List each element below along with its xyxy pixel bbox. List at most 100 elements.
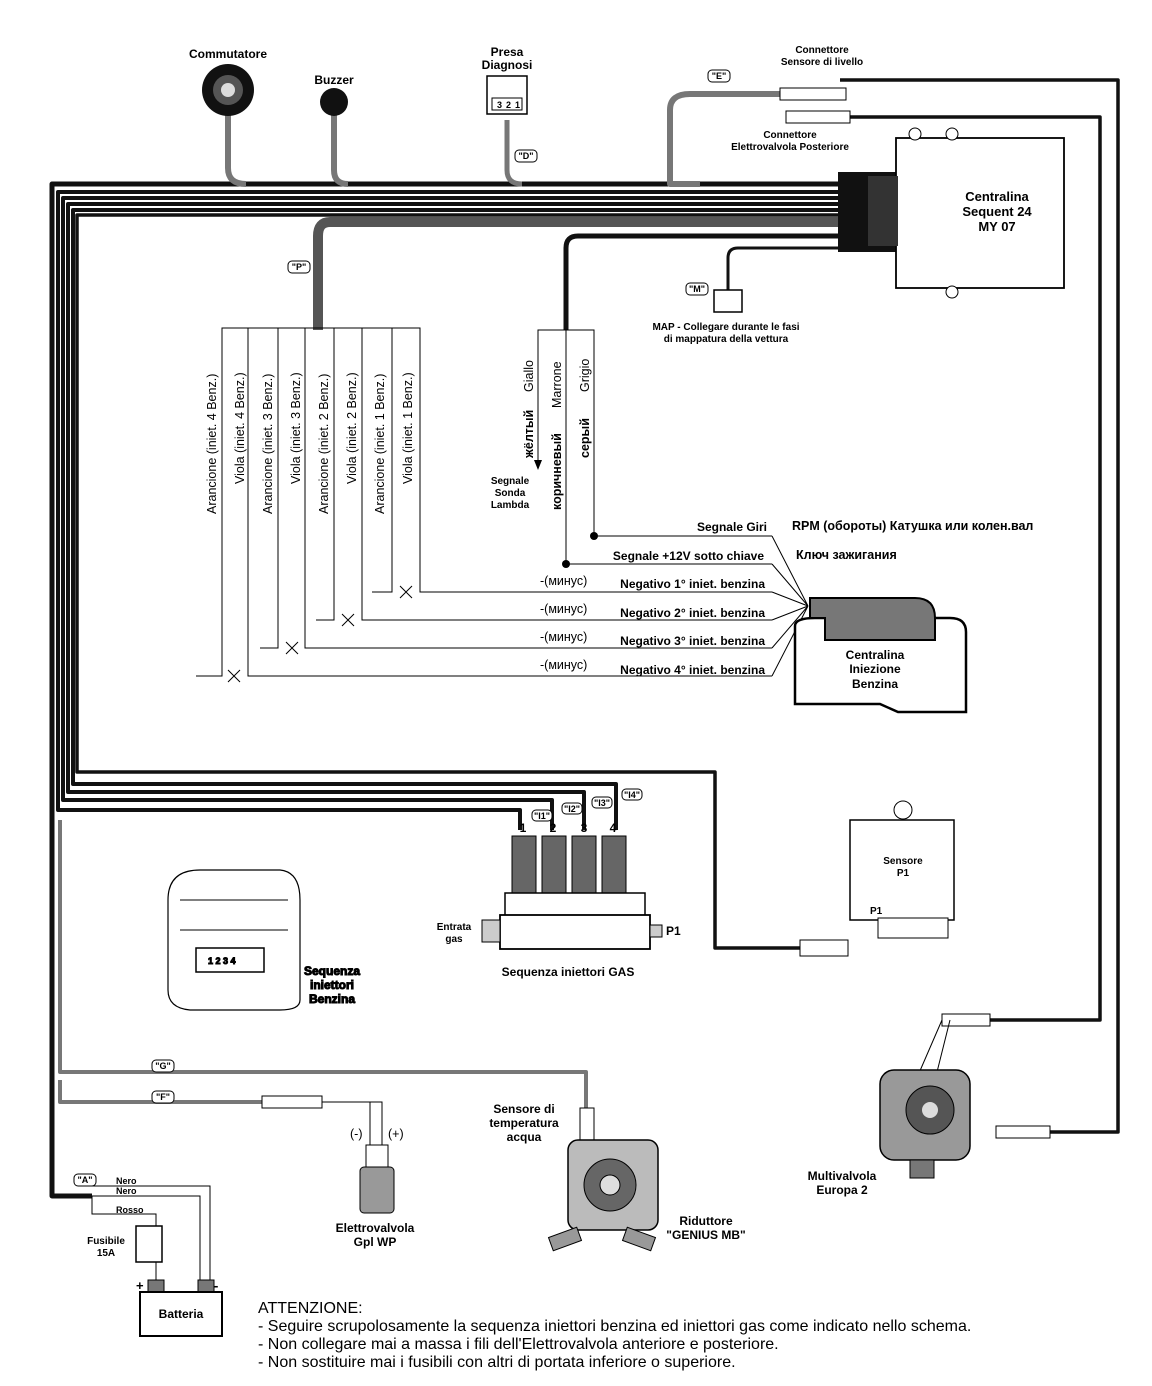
minus-3: -(минус) bbox=[540, 630, 587, 644]
tag-m: "M" bbox=[689, 284, 705, 294]
attenzione-notes: ATTENZIONE: - Seguire scrupolosamente la… bbox=[258, 1300, 1138, 1372]
sequent-label-2: Sequent 24 bbox=[962, 204, 1032, 219]
minus-4: -(минус) bbox=[540, 658, 587, 672]
polarity-plus: (+) bbox=[388, 1127, 404, 1141]
grigio-label: Grigio bbox=[578, 359, 592, 392]
main-harness bbox=[49, 78, 1120, 1199]
attenzione-line-1: - Seguire scrupolosamente la sequenza in… bbox=[258, 1318, 972, 1335]
presa-pin-2: 2 bbox=[506, 100, 511, 110]
injector-num-1: 1 bbox=[520, 821, 527, 835]
iniezione-label-3: Benzina bbox=[852, 677, 898, 691]
tag-d: "D" bbox=[518, 151, 533, 161]
sonda-label-3: Lambda bbox=[491, 500, 530, 511]
wire-rosso: Rosso bbox=[116, 1205, 144, 1215]
negativo-2: Negativo 2° iniet. benzina bbox=[620, 606, 765, 620]
wire-label-1: Arancione (iniet. 4 Benz.) bbox=[205, 374, 219, 514]
car-seq-digits: 1 2 3 4 bbox=[208, 956, 236, 966]
tag-i1: "I1" bbox=[534, 811, 550, 821]
minus-2: -(минус) bbox=[540, 602, 587, 616]
map-note-2: di mappatura della vettura bbox=[664, 334, 789, 345]
p1-rail-label: P1 bbox=[666, 924, 681, 938]
attenzione-title: ATTENZIONE: bbox=[258, 1300, 363, 1317]
multivalvola: Multivalvola Europa 2 bbox=[808, 1013, 1051, 1197]
car-sketch: 1 2 3 4 Sequenza iniettori Benzina bbox=[167, 869, 361, 1011]
connettori-e: "E" Connettore Sensore di livello Connet… bbox=[707, 45, 863, 153]
giallo-label: Giallo bbox=[522, 360, 536, 392]
sequent-label-1: Centralina bbox=[965, 189, 1029, 204]
sensore-p1-label-2: P1 bbox=[897, 868, 910, 879]
riduttore: Sensore di temperatura acqua Riduttore "… bbox=[489, 1102, 746, 1252]
wire-nero-2: Nero bbox=[116, 1186, 137, 1196]
tag-p: "P" bbox=[292, 262, 307, 272]
seq-benzina-3: Benzina bbox=[309, 992, 355, 1006]
sequent-label-3: MY 07 bbox=[978, 219, 1015, 234]
multivalvola-label-1: Multivalvola bbox=[808, 1169, 877, 1183]
attenzione-line-2: - Non collegare mai a massa i fili dell'… bbox=[258, 1336, 779, 1353]
fusibile-label-2: 15A bbox=[97, 1248, 115, 1259]
sensore-p1-port: P1 bbox=[870, 906, 883, 917]
presa-label-1: Presa bbox=[491, 45, 524, 59]
marrone-ru-label: коричневый bbox=[550, 433, 564, 510]
wire-label-6: Viola (iniet. 2 Benz.) bbox=[345, 372, 359, 484]
connettore-livello-2: Sensore di livello bbox=[781, 57, 863, 68]
temp-sensor-label-1: Sensore di bbox=[493, 1102, 554, 1116]
batt-minus: - bbox=[214, 1278, 218, 1293]
commutatore: Commutatore bbox=[189, 47, 267, 116]
wire-label-5: Arancione (iniet. 2 Benz.) bbox=[317, 374, 331, 514]
tag-i2: "I2" bbox=[564, 804, 580, 814]
petrol-injector-wires bbox=[196, 327, 809, 683]
tag-i4: "I4" bbox=[624, 790, 640, 800]
presa-pin-1: 1 bbox=[515, 100, 520, 110]
fusibile-label-1: Fusibile bbox=[87, 1236, 125, 1247]
giallo-ru-label: жёлтый bbox=[522, 410, 536, 459]
segnale-giri: Segnale Giri bbox=[697, 520, 767, 534]
injector-num-4: 4 bbox=[610, 821, 617, 835]
map-note-1: MAP - Collegare durante le fasi bbox=[652, 322, 799, 333]
batteria-label: Batteria bbox=[159, 1307, 204, 1321]
battery-section: "A" Nero Nero Rosso Fusibile 15A + - Bat… bbox=[73, 1173, 223, 1337]
presa-label-2: Diagnosi bbox=[482, 58, 533, 72]
minus-1: -(минус) bbox=[540, 574, 587, 588]
gas-injector-rail: "I1" "I2" "I3" "I4" 1 2 3 4 P1 Entrata g… bbox=[437, 788, 681, 979]
signal-labels: Segnale Giri RPM (обороты) Катушка или к… bbox=[540, 519, 1033, 677]
elettrovalvola-label-1: Elettrovalvola bbox=[336, 1221, 415, 1235]
lambda-wire-labels: Giallo жёлтый Marrone коричневый Grigio … bbox=[491, 359, 592, 511]
presa-pin-3: 3 bbox=[497, 100, 502, 110]
riduttore-label-1: Riduttore bbox=[679, 1214, 733, 1228]
injector-num-2: 2 bbox=[550, 821, 557, 835]
sequenza-gas-label: Sequenza iniettori GAS bbox=[502, 965, 635, 979]
wire-label-4: Viola (iniet. 3 Benz.) bbox=[289, 372, 303, 484]
negativo-3: Negativo 3° iniet. benzina bbox=[620, 634, 765, 648]
segnale-12v: Segnale +12V sotto chiave bbox=[613, 549, 764, 563]
connettore-livello-1: Connettore bbox=[795, 45, 849, 56]
entrata-gas-1: Entrata bbox=[437, 922, 472, 933]
grigio-ru-label: серый bbox=[578, 418, 592, 458]
temp-sensor-label-2: temperatura bbox=[489, 1116, 559, 1130]
connettore-elettrovalvola-2: Elettrovalvola Posteriore bbox=[731, 142, 849, 153]
sensore-p1-label-1: Sensore bbox=[883, 856, 923, 867]
wire-label-8: Viola (iniet. 1 Benz.) bbox=[401, 372, 415, 484]
negativo-4: Negativo 4° iniet. benzina bbox=[620, 663, 765, 677]
temp-sensor-label-3: acqua bbox=[507, 1130, 542, 1144]
multivalvola-label-2: Europa 2 bbox=[816, 1183, 868, 1197]
tag-g: "G" bbox=[155, 1061, 171, 1071]
negativo-1: Negativo 1° iniet. benzina bbox=[620, 577, 765, 591]
seq-benzina-1: Sequenza bbox=[304, 964, 360, 978]
seq-benzina-2: iniettori bbox=[310, 978, 354, 992]
sensore-p1: Sensore P1 P1 bbox=[799, 800, 955, 957]
injector-num-3: 3 bbox=[581, 821, 588, 835]
sonda-label-1: Segnale bbox=[491, 476, 530, 487]
wire-label-7: Arancione (iniet. 1 Benz.) bbox=[373, 374, 387, 514]
wire-label-3: Arancione (iniet. 3 Benz.) bbox=[261, 374, 275, 514]
segnale-12v-ru: Ключ зажигания bbox=[796, 548, 897, 562]
centralina-iniezione: Centralina Iniezione Benzina bbox=[793, 597, 968, 714]
wire-nero-1: Nero bbox=[116, 1176, 137, 1186]
attenzione-line-3: - Non sostituire mai i fusibili con altr… bbox=[258, 1354, 736, 1371]
connettore-elettrovalvola-1: Connettore bbox=[763, 130, 817, 141]
riduttore-label-2: "GENIUS MB" bbox=[666, 1228, 745, 1242]
tag-f: "F" bbox=[156, 1092, 170, 1102]
buzzer-label: Buzzer bbox=[314, 73, 354, 87]
iniezione-label-2: Iniezione bbox=[849, 662, 901, 676]
elettrovalvola-gpl: (-) (+) Elettrovalvola Gpl WP bbox=[261, 1095, 415, 1249]
